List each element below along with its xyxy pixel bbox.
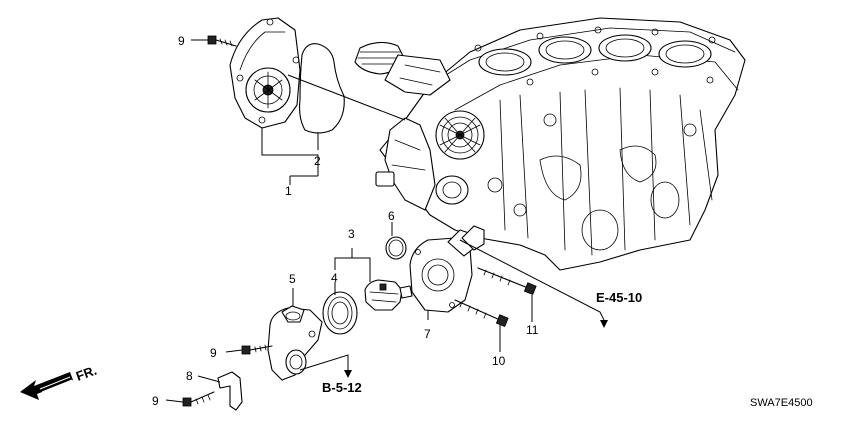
callout-9-bottom: 9 (152, 394, 159, 408)
front-direction-arrow (20, 372, 73, 400)
bolt-9-top (207, 35, 237, 47)
callout-3: 3 (348, 227, 355, 241)
thermostat-housing (409, 225, 485, 313)
callout-11: 11 (526, 323, 539, 337)
callout-4: 4 (331, 271, 338, 285)
diagram-code: SWA7E4500 (750, 397, 813, 409)
callout-5: 5 (289, 272, 296, 286)
reference-b-5-12[interactable]: B-5-12 (322, 380, 362, 395)
thermostat (364, 279, 413, 311)
water-pump (229, 17, 301, 129)
reference-e-45-10[interactable]: E-45-10 (596, 290, 642, 305)
cylinder-block (375, 17, 746, 271)
oil-filter-housing (354, 41, 451, 96)
bolt-9-bottom (182, 391, 215, 407)
bolt-11 (477, 267, 537, 296)
bracket-8 (217, 371, 243, 411)
seal-ring-6 (385, 236, 407, 260)
callout-7: 7 (424, 327, 431, 341)
callout-9-middle: 9 (210, 346, 217, 360)
callout-8: 8 (186, 369, 193, 383)
water-passage (267, 305, 323, 381)
o-ring-2 (299, 43, 345, 134)
callout-9-top: 9 (178, 34, 185, 48)
leader-lines (165, 39, 608, 403)
callout-2: 2 (314, 154, 321, 168)
callout-1: 1 (285, 184, 292, 198)
bolt-10 (454, 299, 509, 328)
callout-10: 10 (492, 354, 506, 368)
front-label: FR. (74, 363, 99, 384)
gasket-4 (322, 291, 358, 335)
callout-6: 6 (388, 209, 395, 223)
